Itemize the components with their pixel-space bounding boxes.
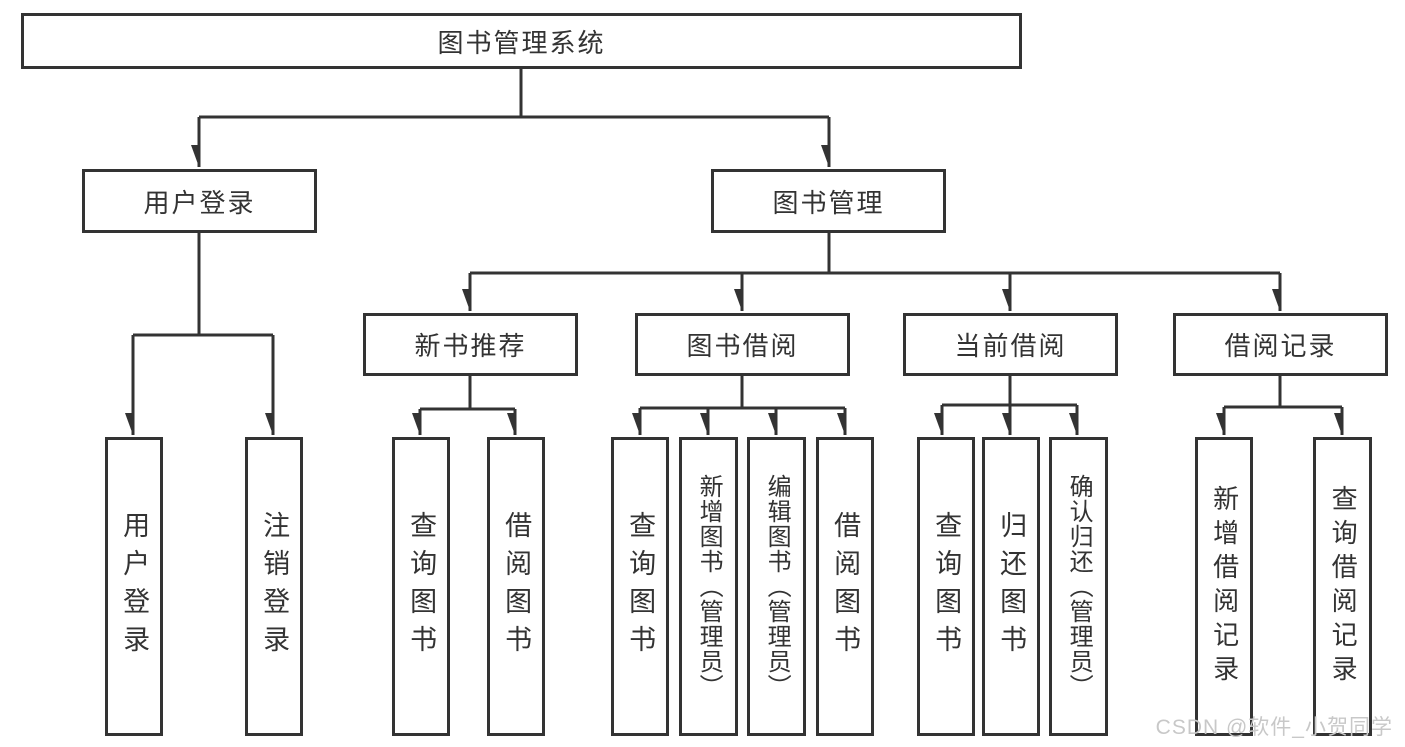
leaf-query-books-3: 查询图书 — [917, 437, 975, 736]
node-borrowing-records: 借阅记录 — [1173, 313, 1388, 376]
leaf-borrow-books-2: 借阅图书 — [816, 437, 874, 736]
node-label: 借阅记录 — [1224, 331, 1337, 361]
node-label: 用户登录 — [143, 187, 256, 218]
node-new-book-recommendation: 新书推荐 — [363, 313, 578, 376]
node-label: 查询图书 — [625, 510, 656, 663]
node-library-management-system: 图书管理系统 — [21, 13, 1022, 69]
node-label: 查询借阅记录 — [1328, 484, 1359, 689]
node-label: 编辑图书（管理员） — [763, 474, 791, 699]
leaf-add-books-admin: 新增图书（管理员） — [679, 437, 738, 736]
node-user-login-branch: 用户登录 — [82, 169, 317, 233]
leaf-return-books: 归还图书 — [982, 437, 1040, 736]
node-label: 查询图书 — [406, 510, 437, 663]
arrow-connectors — [133, 117, 1344, 435]
leaf-borrow-books-1: 借阅图书 — [487, 437, 545, 736]
leaf-user-login: 用户登录 — [105, 437, 163, 736]
node-label: 查询图书 — [931, 510, 962, 663]
node-label: 新书推荐 — [414, 331, 527, 361]
plain-connector-segments — [133, 69, 1342, 411]
node-label: 注销登录 — [259, 510, 290, 663]
leaf-confirm-return-admin: 确认归还（管理员） — [1049, 437, 1108, 736]
node-label: 借阅图书 — [501, 510, 532, 663]
node-label: 图书借阅 — [686, 331, 799, 361]
csdn-watermark: CSDN @软件_小贺同学 — [1155, 716, 1393, 739]
node-label: 确认归还（管理员） — [1065, 474, 1093, 699]
leaf-query-books-2: 查询图书 — [611, 437, 669, 736]
leaf-add-borrow-record: 新增借阅记录 — [1195, 437, 1253, 736]
node-book-borrowing: 图书借阅 — [635, 313, 850, 376]
node-label: 借阅图书 — [830, 510, 861, 663]
leaf-logout: 注销登录 — [245, 437, 303, 736]
node-label: 图书管理系统 — [437, 27, 606, 58]
node-label: 当前借阅 — [954, 331, 1067, 361]
node-label: 新增图书（管理员） — [695, 474, 723, 699]
leaf-query-borrow-record: 查询借阅记录 — [1313, 437, 1372, 736]
node-label: 用户登录 — [119, 510, 150, 663]
node-label: 归还图书 — [996, 510, 1027, 663]
leaf-query-books-1: 查询图书 — [392, 437, 450, 736]
leaf-edit-books-admin: 编辑图书（管理员） — [747, 437, 806, 736]
node-current-borrowing: 当前借阅 — [903, 313, 1118, 376]
node-label: 图书管理 — [772, 187, 885, 218]
node-book-management-branch: 图书管理 — [711, 169, 946, 233]
node-label: 新增借阅记录 — [1209, 484, 1240, 689]
